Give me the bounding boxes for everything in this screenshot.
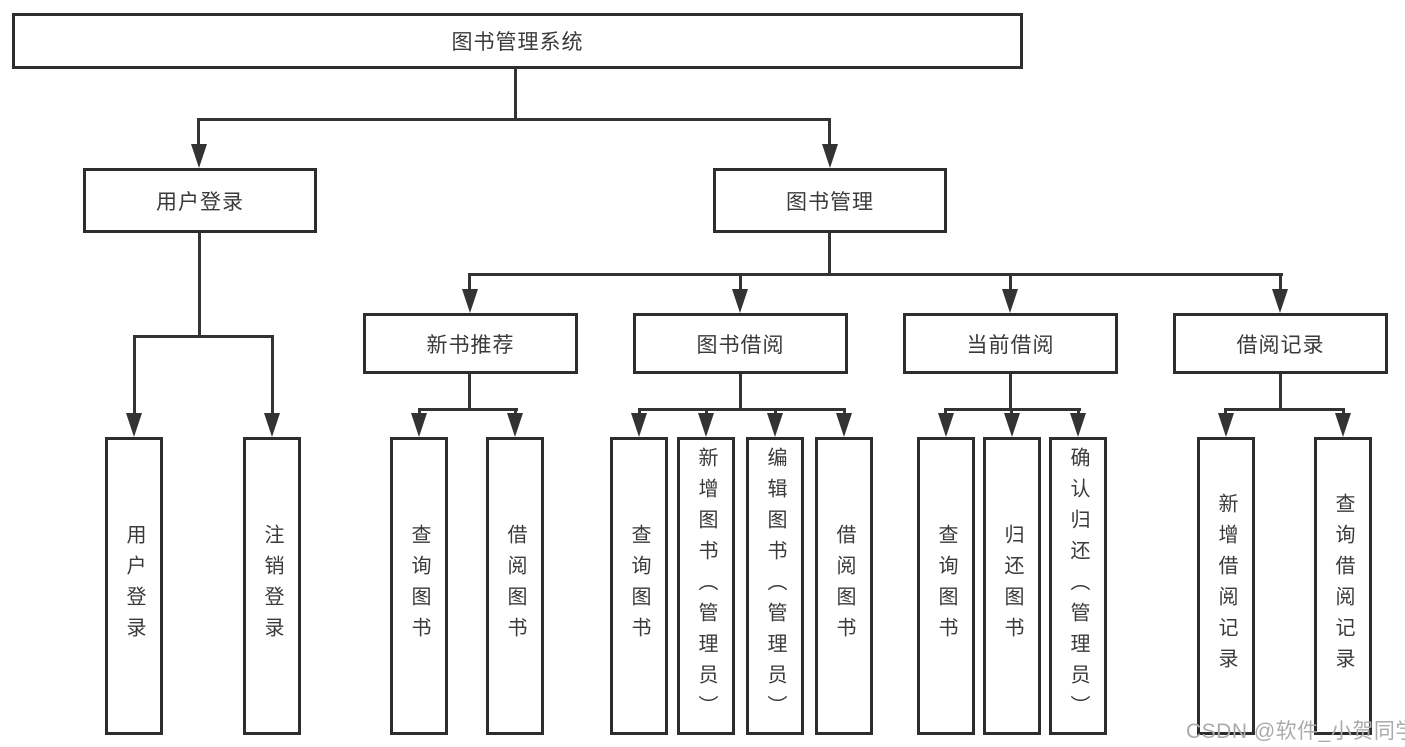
node-new-book-recommend: 新书推荐 — [363, 313, 578, 374]
connector — [1279, 273, 1282, 297]
connector — [197, 118, 831, 121]
node-current-borrow: 当前借阅 — [903, 313, 1118, 374]
connector — [638, 408, 846, 411]
arrow-down-icon — [732, 289, 748, 313]
arrow-down-icon — [1272, 289, 1288, 313]
connector — [828, 233, 831, 276]
connector — [1224, 408, 1345, 411]
arrow-down-icon — [462, 289, 478, 313]
leaf-add-books-admin: 新增图书（管理员） — [677, 437, 735, 735]
leaf-add-borrow-record: 新增借阅记录 — [1197, 437, 1255, 735]
connector — [469, 273, 1283, 276]
arrow-down-icon — [1335, 413, 1351, 437]
leaf-return-books: 归还图书 — [983, 437, 1041, 735]
connector — [739, 273, 742, 297]
leaf-label: 确认归还（管理员） — [1067, 446, 1089, 726]
node-book-management: 图书管理 — [713, 168, 947, 233]
arrow-down-icon — [1218, 413, 1234, 437]
node-label: 图书借阅 — [696, 333, 785, 357]
connector — [198, 233, 201, 338]
leaf-query-books-recommend: 查询图书 — [390, 437, 448, 735]
connector — [133, 335, 136, 417]
leaf-label: 查询图书 — [935, 524, 957, 648]
leaf-query-books-borrow: 查询图书 — [610, 437, 668, 735]
leaf-borrow-books-recommend: 借阅图书 — [486, 437, 544, 735]
connector — [133, 335, 274, 338]
leaf-label: 编辑图书（管理员） — [764, 446, 786, 726]
node-label: 当前借阅 — [966, 333, 1055, 357]
node-label: 图书管理 — [786, 190, 874, 214]
leaf-label: 借阅图书 — [504, 524, 526, 648]
arrow-down-icon — [767, 413, 783, 437]
connector — [1009, 273, 1012, 297]
arrow-down-icon — [507, 413, 523, 437]
connector — [418, 408, 518, 411]
arrow-down-icon — [126, 413, 142, 437]
connector — [197, 118, 200, 148]
node-label: 用户登录 — [156, 190, 244, 214]
arrow-down-icon — [698, 413, 714, 437]
leaf-query-books-current: 查询图书 — [917, 437, 975, 735]
arrow-down-icon — [938, 413, 954, 437]
arrow-down-icon — [411, 413, 427, 437]
node-book-borrow: 图书借阅 — [633, 313, 848, 374]
leaf-logout: 注销登录 — [243, 437, 301, 735]
leaf-label: 新增借阅记录 — [1215, 493, 1237, 679]
connector — [1009, 374, 1012, 411]
arrow-down-icon — [631, 413, 647, 437]
arrow-down-icon — [1002, 289, 1018, 313]
csdn-watermark: CSDN @软件_小贺同学 — [1186, 720, 1405, 743]
leaf-label: 查询借阅记录 — [1332, 493, 1354, 679]
leaf-borrow-books: 借阅图书 — [815, 437, 873, 735]
leaf-query-borrow-record: 查询借阅记录 — [1314, 437, 1372, 735]
node-borrow-records: 借阅记录 — [1173, 313, 1388, 374]
leaf-label: 借阅图书 — [833, 524, 855, 648]
arrow-down-icon — [264, 413, 280, 437]
arrow-down-icon — [1070, 413, 1086, 437]
leaf-user-login: 用户登录 — [105, 437, 163, 735]
node-user-login: 用户登录 — [83, 168, 317, 233]
connector — [514, 69, 517, 120]
arrow-down-icon — [1004, 413, 1020, 437]
node-label: 借阅记录 — [1236, 333, 1325, 357]
leaf-label: 查询图书 — [628, 524, 650, 648]
arrow-down-icon — [822, 144, 838, 168]
connector — [468, 273, 471, 297]
connector — [1279, 374, 1282, 411]
node-label: 新书推荐 — [426, 333, 515, 357]
connector — [468, 374, 471, 411]
leaf-label: 归还图书 — [1001, 524, 1023, 648]
connector — [828, 118, 831, 148]
arrow-down-icon — [191, 144, 207, 168]
node-label: 图书管理系统 — [451, 31, 584, 54]
connector — [271, 335, 274, 417]
leaf-label: 查询图书 — [408, 524, 430, 648]
leaf-label: 用户登录 — [123, 524, 145, 648]
leaf-label: 新增图书（管理员） — [695, 446, 717, 726]
connector — [739, 374, 742, 411]
leaf-confirm-return-admin: 确认归还（管理员） — [1049, 437, 1107, 735]
leaf-edit-books-admin: 编辑图书（管理员） — [746, 437, 804, 735]
arrow-down-icon — [836, 413, 852, 437]
leaf-label: 注销登录 — [261, 524, 283, 648]
node-root-library-system: 图书管理系统 — [12, 13, 1023, 69]
